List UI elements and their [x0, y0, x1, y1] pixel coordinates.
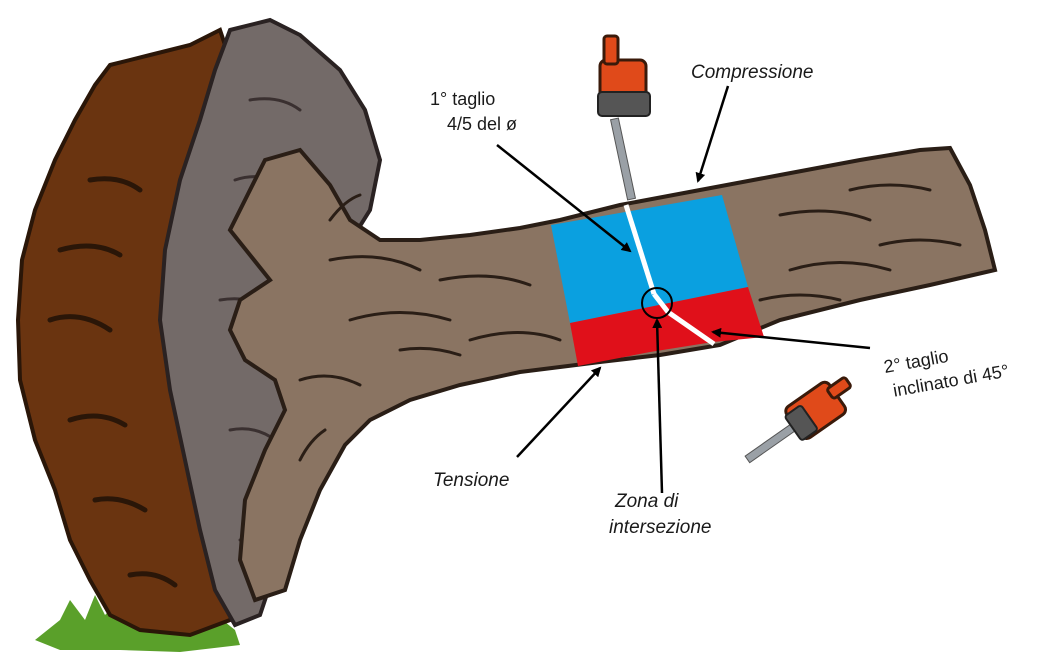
first-cut-label-line2: 4/5 del ø: [447, 114, 517, 134]
zone-label-line1: Zona di: [614, 491, 679, 512]
zone-label-line2: intersezione: [609, 517, 711, 538]
chainsaw-icon: [598, 36, 650, 200]
chainsaw-icon: [736, 370, 862, 474]
compression-label: Compressione: [691, 62, 814, 83]
arrow-compression: [698, 86, 728, 181]
tension-label: Tensione: [433, 470, 509, 491]
first-cut-label-line1: 1° taglio: [430, 89, 495, 109]
arrow-tension: [517, 368, 600, 457]
